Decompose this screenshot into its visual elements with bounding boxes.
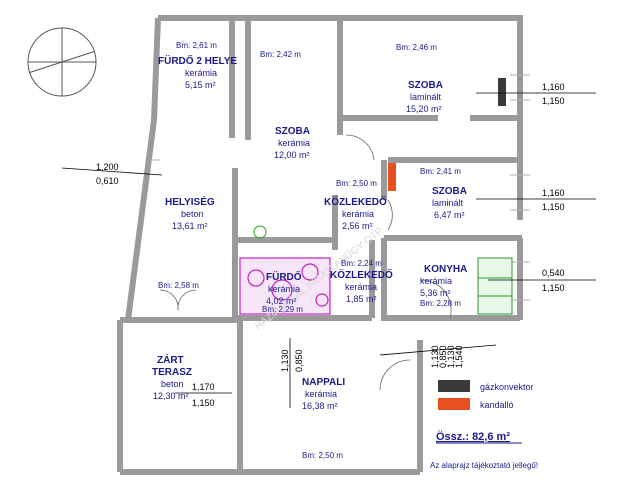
kozlekedo2-material: kerámia bbox=[345, 282, 377, 292]
nappali-area: 16,38 m² bbox=[302, 401, 338, 411]
szoba2-area: 15,20 m² bbox=[406, 104, 442, 114]
kozlekedo1-bm: Bm: 2,50 m bbox=[336, 179, 377, 188]
furdo-area: 4,02 m² bbox=[266, 296, 297, 306]
dim-center-v3: 1,130 bbox=[446, 345, 456, 368]
dim-center-v4: 1,540 bbox=[454, 345, 464, 368]
kitchen-counter bbox=[477, 257, 513, 315]
dim-w1-top: 1,160 bbox=[542, 82, 565, 92]
szoba3-bm: Bm: 2,41 m bbox=[420, 167, 461, 176]
terasz-name2: TERASZ bbox=[152, 367, 192, 378]
furdo2-material: kerámia bbox=[185, 68, 217, 78]
helyiseg-area: 13,61 m² bbox=[172, 221, 208, 231]
dim-center-v2: 0,850 bbox=[438, 345, 448, 368]
kozlekedo2-bm: Bm: 2,24 m bbox=[341, 259, 382, 268]
dim-terasz-top: 1,170 bbox=[192, 382, 215, 392]
gazkonvektor-marker bbox=[498, 78, 506, 106]
konyha-area: 5,36 m² bbox=[420, 288, 451, 298]
nappali-name: NAPPALI bbox=[302, 377, 345, 388]
legend-swatch-kandallo bbox=[438, 398, 470, 410]
szoba2-name: SZOBA bbox=[408, 80, 443, 91]
dim-w2-top: 1,160 bbox=[542, 188, 565, 198]
helyiseg-material: beton bbox=[181, 209, 204, 219]
furdo-material: kerámia bbox=[268, 284, 300, 294]
furdo-name: FÜRDŐ bbox=[266, 270, 302, 283]
doors bbox=[159, 134, 452, 391]
disclaimer-note: Az alaprajz tájékoztató jellegű! bbox=[430, 461, 538, 470]
szoba1-area: 12,00 m² bbox=[274, 150, 310, 160]
nappali-material: kerámia bbox=[305, 389, 337, 399]
szoba1-material: kerámia bbox=[278, 138, 310, 148]
nappali-bm: Bm: 2,50 m bbox=[302, 451, 343, 460]
szoba3-material: laminált bbox=[432, 198, 464, 208]
kozlekedo1-area: 2,56 m² bbox=[342, 221, 373, 231]
szoba1-name: SZOBA bbox=[275, 126, 310, 137]
windows bbox=[148, 74, 530, 301]
helyiseg-name: HELYISÉG bbox=[165, 195, 215, 208]
dim-left-top: 1,200 bbox=[96, 162, 119, 172]
furdo2-area: 5,15 m² bbox=[185, 80, 216, 90]
dim-terasz-bot: 1,150 bbox=[192, 398, 215, 408]
szoba3-area: 6,47 m² bbox=[434, 210, 465, 220]
total-area: Össz.: 82,6 m² bbox=[436, 430, 510, 443]
dim-center-v1: 1,130 bbox=[430, 345, 440, 368]
kozlekedo2-name: KÖZLEKEDŐ bbox=[330, 268, 393, 281]
dim-nap-v2: 0,850 bbox=[294, 349, 304, 372]
szoba1-bm: Bm: 2,42 m bbox=[260, 50, 301, 59]
legend-kandallo-label: kandalló bbox=[480, 400, 514, 410]
fixtures bbox=[239, 257, 331, 315]
furdo-bm: Bm: 2,29 m bbox=[262, 305, 303, 314]
terasz-area: 12,30 m² bbox=[153, 391, 189, 401]
szoba3-name: SZOBA bbox=[432, 186, 467, 197]
kozlekedo1-material: kerámia bbox=[342, 209, 374, 219]
dim-w2-bot: 1,150 bbox=[542, 202, 565, 212]
furdo2-bm: Bm: 2,61 m bbox=[176, 41, 217, 50]
dim-w1-bot: 1,150 bbox=[542, 96, 565, 106]
terasz-material: beton bbox=[161, 379, 184, 389]
drain-icon bbox=[253, 225, 267, 239]
kozlekedo2-area: 1,85 m² bbox=[346, 294, 377, 304]
helyiseg-bm: Bm: 2,58 m bbox=[158, 281, 199, 290]
dimension-lines bbox=[61, 92, 596, 408]
szoba2-bm: Bm: 2,46 m bbox=[396, 43, 437, 52]
szoba2-material: laminált bbox=[410, 92, 442, 102]
furdo2-name: FÜRDŐ 2 HELYE bbox=[158, 54, 237, 67]
kozlekedo1-name: KÖZLEKEDŐ bbox=[324, 195, 387, 208]
konyha-name: KONYHA bbox=[424, 264, 467, 275]
compass-icon bbox=[27, 27, 97, 97]
walls bbox=[117, 15, 523, 475]
dim-w3-bot: 1,150 bbox=[542, 283, 565, 293]
dim-left-bot: 0,610 bbox=[96, 176, 119, 186]
dim-w3-top: 0,540 bbox=[542, 268, 565, 278]
legend-gaz-label: gázkonvektor bbox=[480, 382, 534, 392]
legend-swatch-gaz bbox=[438, 380, 470, 392]
konyha-bm: Bm: 2,28 m bbox=[420, 299, 461, 308]
terasz-name1: ZÁRT bbox=[157, 353, 184, 366]
dim-nap-v1: 1,130 bbox=[280, 349, 290, 372]
konyha-material: kerámia bbox=[420, 276, 452, 286]
kandallo-marker bbox=[388, 163, 396, 191]
